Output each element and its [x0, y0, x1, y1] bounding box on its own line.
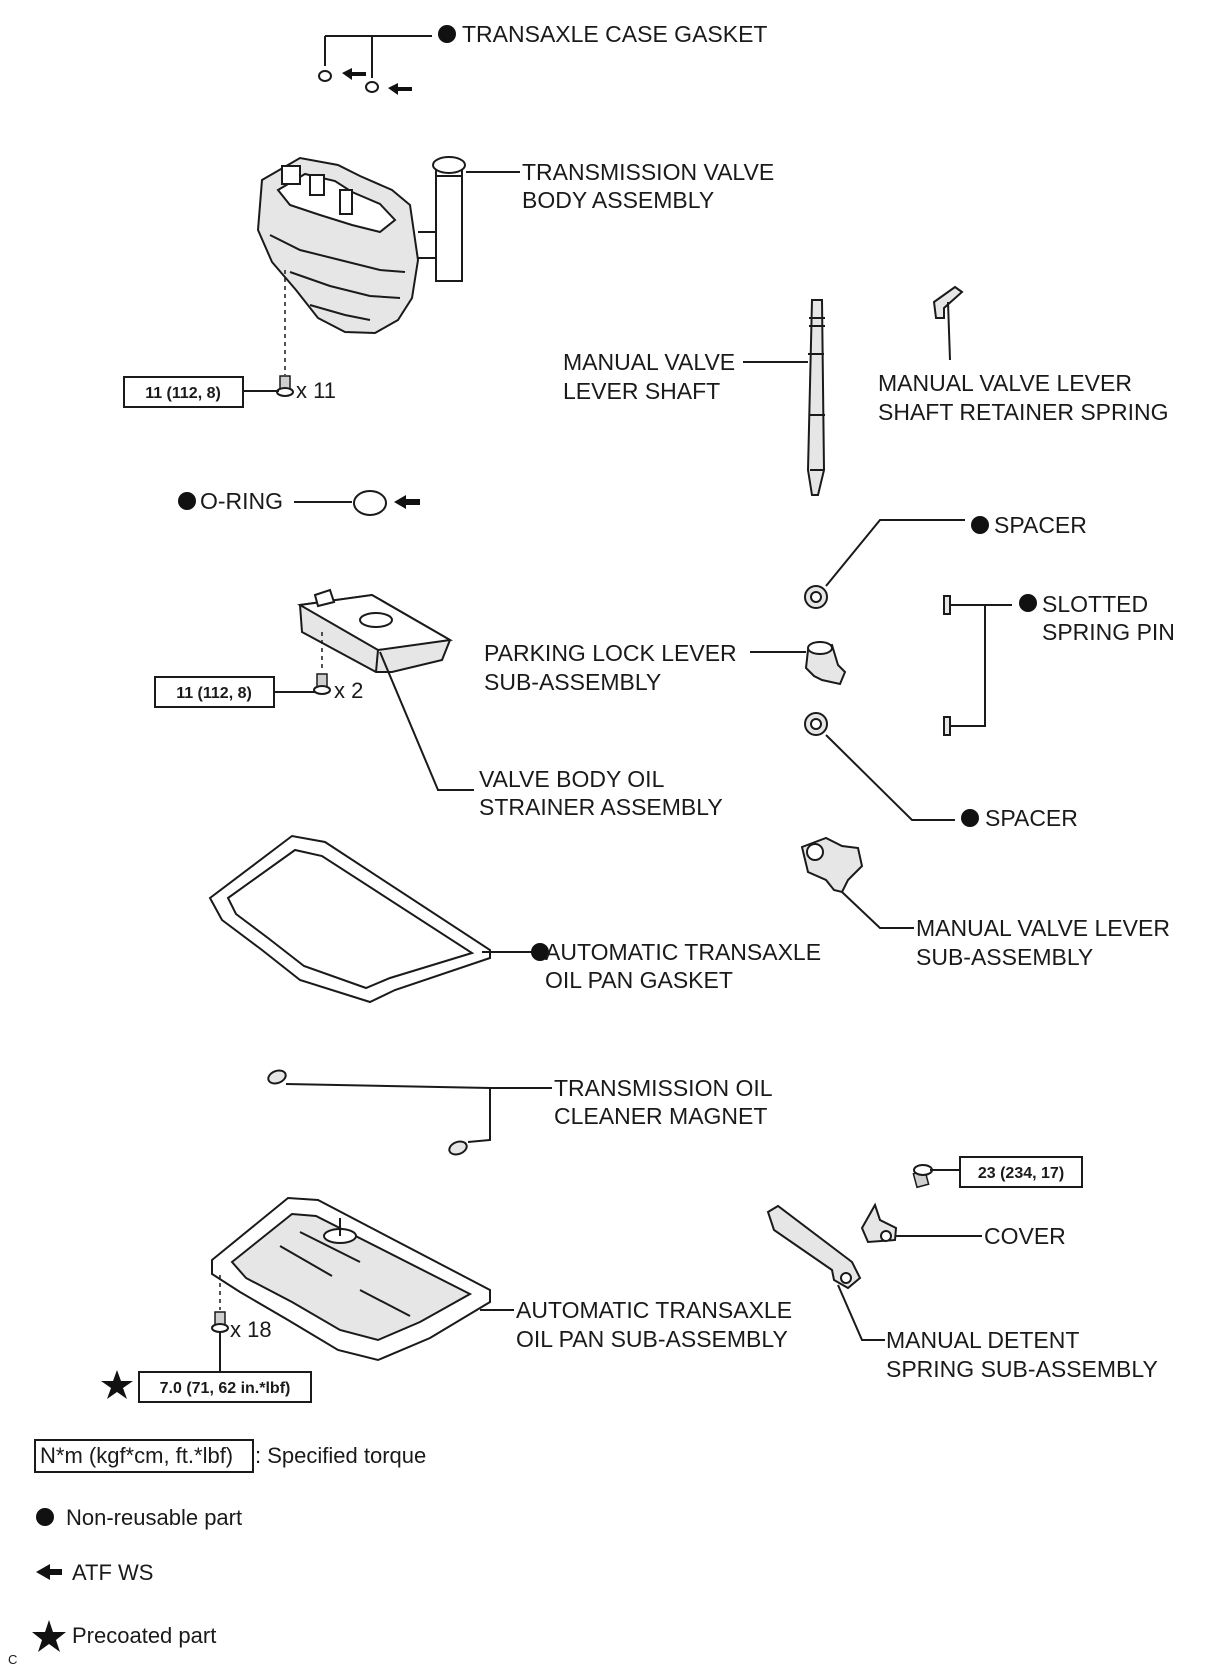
spacer-top-group: SPACER	[804, 512, 1087, 609]
label-manual-valve-lever-2: SUB-ASSEMBLY	[916, 944, 1093, 970]
label-slotted-pin-2: SPRING PIN	[1042, 619, 1175, 645]
label-slotted-pin-1: SLOTTED	[1042, 591, 1148, 617]
torque-box-oil-pan	[138, 1371, 312, 1403]
non-reusable-dot-icon	[178, 492, 196, 510]
torque-box-detent-spring	[959, 1156, 1083, 1188]
non-reusable-dot-icon	[1019, 594, 1037, 612]
label-oil-pan-2: OIL PAN SUB-ASSEMBLY	[516, 1326, 788, 1352]
non-reusable-dot-icon	[438, 25, 456, 43]
legend-precoated: Precoated part	[72, 1623, 216, 1648]
non-reusable-dot-icon	[971, 516, 989, 534]
manual-valve-lever-group: MANUAL VALVE LEVER SUB-ASSEMBLY	[800, 836, 1170, 970]
lever-shaft-part	[806, 299, 826, 496]
torque-box-valve-body	[123, 376, 244, 408]
torque-oil-pan: 7.0 (71, 62 in.*lbf)	[160, 1380, 291, 1397]
legend-torque-box	[34, 1439, 254, 1473]
label-retainer-spring-1: MANUAL VALVE LEVER	[878, 370, 1132, 396]
gasket-ring-1	[318, 70, 332, 82]
label-detent-spring-2: SPRING SUB-ASSEMBLY	[886, 1356, 1158, 1382]
label-detent-spring-1: MANUAL DETENT	[886, 1327, 1079, 1353]
slotted-pin-part	[943, 716, 951, 736]
oil-pan-group: AUTOMATIC TRANSAXLE OIL PAN SUB-ASSEMBLY…	[101, 1196, 792, 1403]
gasket-ring-2	[365, 81, 379, 93]
strainer-group: VALVE BODY OIL STRAINER ASSEMBLY x 2 11 …	[154, 588, 723, 820]
retainer-spring-group: MANUAL VALVE LEVER SHAFT RETAINER SPRING	[878, 285, 1169, 425]
torque-detent-spring: 23 (234, 17)	[978, 1165, 1064, 1182]
legend-atf: ATF WS	[72, 1560, 153, 1585]
label-o-ring: O-RING	[200, 488, 283, 514]
label-strainer-2: STRAINER ASSEMBLY	[479, 794, 723, 820]
label-magnet-2: CLEANER MAGNET	[554, 1103, 767, 1129]
qty-oil-pan-bolts: x 18	[230, 1317, 272, 1342]
qty-strainer-bolts: x 2	[334, 678, 363, 703]
o-ring-part	[353, 490, 387, 516]
label-pan-gasket-2: OIL PAN GASKET	[545, 967, 733, 993]
magnet-group: TRANSMISSION OIL CLEANER MAGNET	[267, 1069, 773, 1156]
label-transaxle-case-gasket: TRANSAXLE CASE GASKET	[462, 21, 767, 47]
label-spacer-bottom: SPACER	[985, 805, 1078, 831]
bolt-icon	[912, 1164, 933, 1189]
spacer-bottom-group: SPACER	[804, 712, 1078, 831]
legend-non-reusable: Non-reusable part	[66, 1505, 242, 1530]
label-manual-valve-lever-1: MANUAL VALVE LEVER	[916, 915, 1170, 941]
label-magnet-1: TRANSMISSION OIL	[554, 1075, 773, 1101]
atf-arrow-icon	[394, 495, 420, 509]
label-retainer-spring-2: SHAFT RETAINER SPRING	[878, 399, 1169, 425]
parking-lock-part	[804, 643, 847, 686]
atf-arrow-icon	[388, 83, 412, 95]
bolt-icon	[211, 1311, 229, 1333]
label-lever-shaft-1: MANUAL VALVE	[563, 349, 735, 375]
label-lever-shaft-2: LEVER SHAFT	[563, 378, 720, 404]
magnet-part	[267, 1069, 287, 1085]
label-spacer-top: SPACER	[994, 512, 1087, 538]
atf-arrow-icon	[342, 68, 366, 80]
label-parking-lock-2: SUB-ASSEMBLY	[484, 669, 661, 695]
parking-lock-group: PARKING LOCK LEVER SUB-ASSEMBLY	[484, 640, 847, 695]
torque-valve-body: 11 (112, 8)	[145, 385, 221, 402]
torque-box-strainer	[154, 676, 275, 708]
label-strainer-1: VALVE BODY OIL	[479, 766, 665, 792]
non-reusable-dot-icon	[961, 809, 979, 827]
label-valve-body-2: BODY ASSEMBLY	[522, 187, 714, 213]
legend-precoated-star-icon	[32, 1620, 66, 1652]
label-parking-lock-1: PARKING LOCK LEVER	[484, 640, 737, 666]
cover-group: 23 (234, 17) COVER	[860, 1156, 1083, 1249]
bolt-icon	[276, 375, 294, 397]
bolt-icon	[313, 673, 331, 695]
magnet-part	[448, 1140, 468, 1156]
label-oil-pan-1: AUTOMATIC TRANSAXLE	[516, 1297, 792, 1323]
label-valve-body-1: TRANSMISSION VALVE	[522, 159, 774, 185]
legend-atf-arrow-icon	[36, 1564, 62, 1580]
pan-gasket-group: AUTOMATIC TRANSAXLE OIL PAN GASKET	[208, 834, 821, 1004]
legend-torque-text: : Specified torque	[255, 1443, 426, 1468]
valve-body-group: TRANSMISSION VALVE BODY ASSEMBLY x 11 11…	[123, 156, 774, 408]
slotted-pin-group: SLOTTED SPRING PIN	[943, 591, 1175, 736]
detent-spring-part	[766, 1204, 862, 1290]
lever-shaft-group: MANUAL VALVE LEVER SHAFT	[563, 299, 826, 496]
o-ring-group: O-RING	[178, 488, 420, 516]
legend-non-reusable-icon	[36, 1508, 54, 1526]
label-pan-gasket-1: AUTOMATIC TRANSAXLE	[545, 939, 821, 965]
detent-spring-group: MANUAL DETENT SPRING SUB-ASSEMBLY	[766, 1204, 1158, 1382]
label-cover: COVER	[984, 1223, 1066, 1249]
transaxle-case-gasket-group: TRANSAXLE CASE GASKET	[318, 21, 767, 95]
slotted-pin-part	[943, 595, 951, 615]
qty-valve-body-bolts: x 11	[296, 378, 336, 403]
torque-strainer: 11 (112, 8)	[176, 685, 252, 702]
legend-torque-box-text: N*m (kgf*cm, ft.*lbf)	[40, 1443, 233, 1468]
non-reusable-dot-icon	[531, 943, 549, 961]
corner-mark: C	[8, 1652, 17, 1667]
legend: N*m (kgf*cm, ft.*lbf) : Specified torque…	[32, 1439, 426, 1652]
precoated-star-icon	[101, 1370, 133, 1399]
